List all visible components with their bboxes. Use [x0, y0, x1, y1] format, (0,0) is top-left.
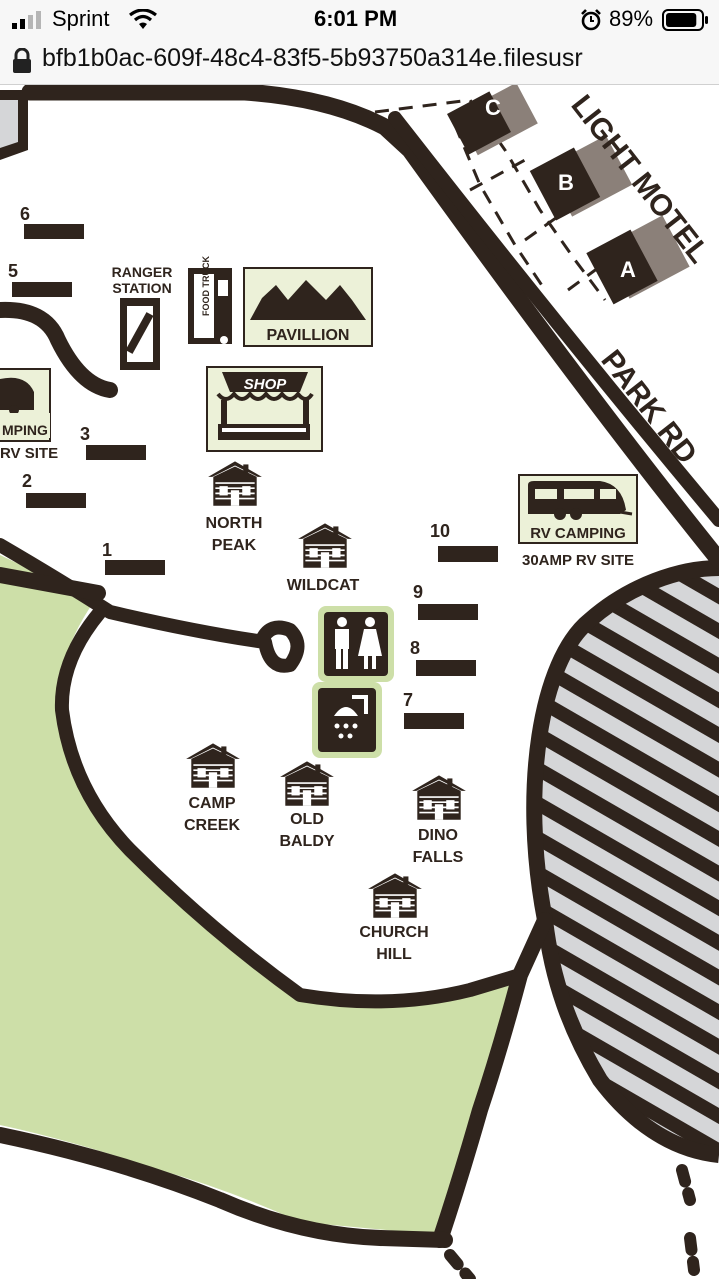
clock-time: 6:01 PM — [314, 6, 398, 31]
svg-text:1: 1 — [102, 540, 112, 560]
url-text[interactable]: bfb1b0ac-609f-48c4-83f5-5b93750a314e.fil… — [42, 44, 583, 72]
hatched-zone — [526, 560, 719, 1163]
cabin-north-peak[interactable]: NORTH PEAK — [206, 460, 263, 554]
lot-7: 7 — [403, 690, 464, 729]
cabin-old-baldy[interactable]: OLD BALDY — [279, 760, 335, 850]
svg-text:BALDY: BALDY — [279, 833, 334, 850]
motel-unit-c: C — [447, 85, 538, 156]
grass-area — [0, 555, 520, 1235]
carrier-name: Sprint — [52, 6, 110, 31]
motel-unit-c-label: C — [485, 95, 501, 120]
svg-text:STATION: STATION — [112, 280, 171, 296]
cabin-church-hill[interactable]: CHURCH HILL — [359, 872, 429, 963]
lot-8: 8 — [410, 638, 476, 676]
motel-unit-b: B — [529, 135, 633, 221]
cabin-icon — [185, 742, 241, 788]
park-road-label: PARK RD — [594, 344, 703, 470]
svg-text:2: 2 — [22, 471, 32, 491]
svg-text:CHURCH: CHURCH — [359, 924, 428, 941]
cabin-dino-falls[interactable]: DINO FALLS — [411, 774, 467, 866]
cabin-icon — [207, 460, 263, 506]
lot-6: 6 — [20, 204, 84, 239]
svg-text:9: 9 — [413, 582, 423, 602]
svg-text:7: 7 — [403, 690, 413, 710]
lot-10: 10 — [430, 521, 498, 562]
svg-text:8: 8 — [410, 638, 420, 658]
rv-left-trailer-icon — [0, 377, 34, 410]
battery-percent: 89% — [609, 6, 654, 31]
svg-text:10: 10 — [430, 521, 450, 541]
svg-text:NORTH: NORTH — [206, 515, 263, 532]
motel-parking — [374, 98, 607, 301]
battery-icon — [662, 9, 708, 31]
cabin-icon — [367, 872, 423, 918]
signal-icon — [12, 11, 41, 29]
lock-icon — [13, 48, 31, 73]
svg-text:HILL: HILL — [376, 946, 412, 963]
lot-2: 2 — [22, 471, 86, 508]
motel-unit-a-label: A — [620, 257, 636, 282]
svg-text:DINO: DINO — [418, 827, 458, 844]
url-bar[interactable]: bfb1b0ac-609f-48c4-83f5-5b93750a314e.fil… — [0, 40, 719, 85]
rv-site-left[interactable]: MPING RV SITE — [0, 368, 58, 462]
shop-label: SHOP — [244, 376, 288, 393]
food-truck-label: FOOD TRUCK — [201, 256, 211, 316]
svg-text:5: 5 — [8, 261, 18, 281]
rv-right-sign-label: RV CAMPING — [530, 525, 626, 542]
cabin-wildcat[interactable]: WILDCAT — [287, 522, 360, 594]
rv-camping-right[interactable]: RV CAMPING 30AMP RV SITE — [518, 474, 638, 569]
pavilion-tent-icon — [250, 280, 366, 320]
shower-icon — [334, 695, 368, 739]
shower[interactable] — [312, 682, 382, 758]
shop[interactable]: SHOP — [206, 366, 323, 452]
lot-5: 5 — [8, 261, 72, 297]
rv-right-caption: 30AMP RV SITE — [522, 552, 634, 569]
shop-stand-icon — [216, 390, 314, 440]
svg-text:CAMP: CAMP — [188, 795, 235, 812]
svg-text:PEAK: PEAK — [212, 537, 257, 554]
svg-text:WILDCAT: WILDCAT — [287, 577, 360, 594]
roads — [0, 85, 719, 1279]
motel-unit-a: A — [586, 215, 690, 305]
cabin-icon — [279, 760, 335, 806]
svg-text:FALLS: FALLS — [413, 849, 464, 866]
pavilion[interactable]: PAVILLION — [243, 267, 373, 347]
lot-3: 3 — [80, 424, 146, 460]
restroom-icon — [335, 617, 382, 669]
svg-text:3: 3 — [80, 424, 90, 444]
lot-1: 1 — [102, 540, 165, 575]
svg-text:RANGER: RANGER — [112, 264, 173, 280]
lot-9: 9 — [413, 582, 478, 620]
rv-left-caption: RV SITE — [0, 445, 58, 462]
campground-map[interactable]: C B A LIGHT MOTEL PARK RD 6 5 3 2 1 10 9… — [0, 85, 719, 1279]
svg-text:OLD: OLD — [290, 811, 324, 828]
rv-left-sign-label: MPING — [2, 422, 48, 438]
svg-text:CREEK: CREEK — [184, 817, 240, 834]
status-bar: Sprint 6:01 PM 89% — [0, 0, 719, 40]
alarm-icon — [581, 9, 601, 31]
pavilion-label: PAVILLION — [267, 327, 350, 344]
lot-markers: 6 5 3 2 1 10 9 8 7 — [8, 204, 498, 729]
cabin-icon — [297, 522, 353, 568]
motel-unit-b-label: B — [558, 170, 574, 195]
cabin-icon — [411, 774, 467, 820]
svg-text:6: 6 — [20, 204, 30, 224]
restroom[interactable] — [318, 606, 394, 682]
cabin-camp-creek[interactable]: CAMP CREEK — [184, 742, 241, 834]
ranger-station[interactable]: RANGER STATION — [112, 264, 173, 370]
food-truck[interactable]: FOOD TRUCK — [188, 256, 232, 344]
wifi-icon — [129, 9, 157, 29]
rv-trailer-icon — [528, 481, 633, 520]
motel-units: C B A — [447, 85, 690, 305]
